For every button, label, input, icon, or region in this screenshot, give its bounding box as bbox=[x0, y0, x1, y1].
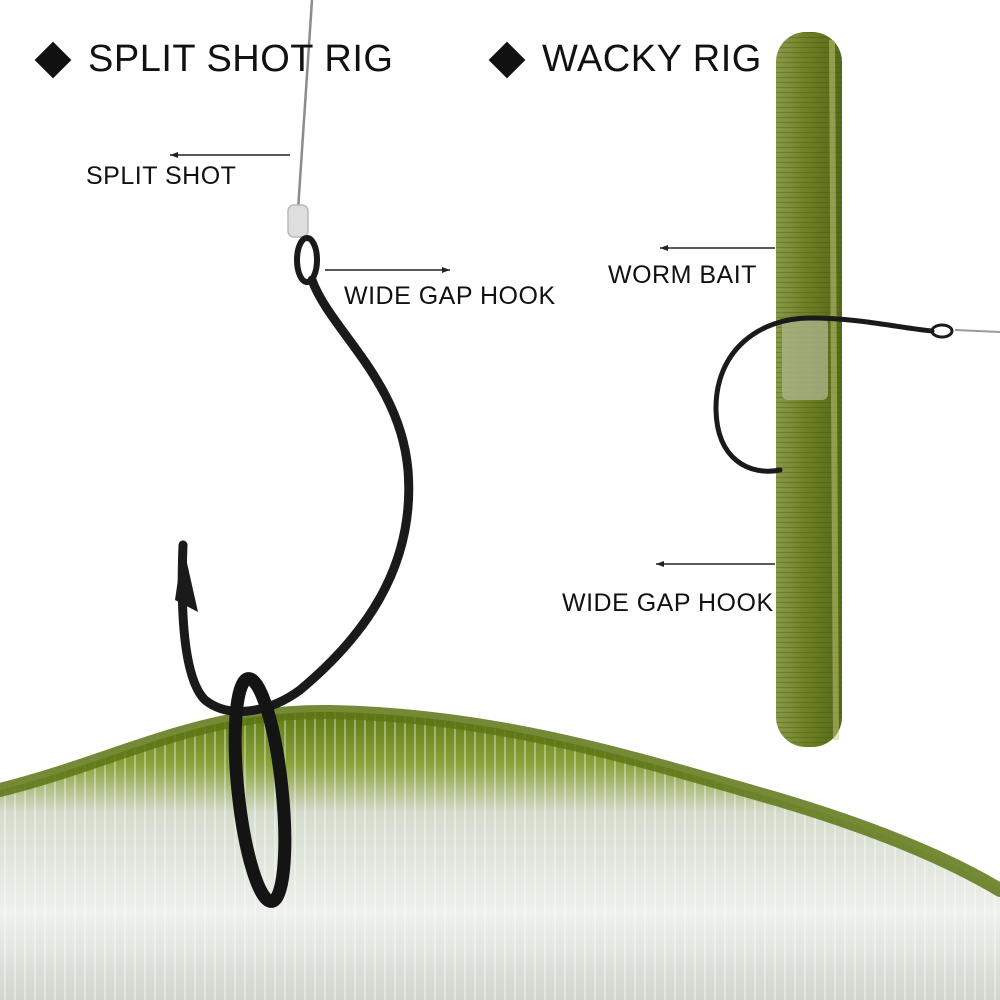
small-worm-bait bbox=[776, 32, 842, 747]
wide-gap-hook-large bbox=[175, 235, 414, 908]
pointer-lines bbox=[170, 152, 775, 567]
split-shot-line bbox=[287, 0, 314, 238]
o-ring bbox=[228, 672, 292, 908]
diamond-bullet-icon bbox=[488, 41, 526, 78]
wacky-rig-heading: WACKY RIG bbox=[488, 38, 762, 81]
wide-gap-hook-label-left: WIDE GAP HOOK bbox=[344, 282, 556, 310]
large-worm-bait bbox=[0, 704, 1000, 1000]
wide-gap-hook-label-right: WIDE GAP HOOK bbox=[562, 589, 774, 617]
split-shot-rig-heading: SPLIT SHOT RIG bbox=[34, 38, 393, 81]
wide-gap-hook-small bbox=[713, 315, 1000, 474]
split-shot-label: SPLIT SHOT bbox=[86, 162, 237, 190]
wacky-rig-title: WACKY RIG bbox=[542, 38, 762, 80]
diamond-bullet-icon bbox=[34, 41, 72, 78]
worm-bait-label: WORM BAIT bbox=[608, 261, 757, 289]
o-ring-band bbox=[782, 318, 828, 400]
split-shot-weight bbox=[287, 204, 309, 238]
split-shot-rig-title: SPLIT SHOT RIG bbox=[88, 38, 394, 80]
